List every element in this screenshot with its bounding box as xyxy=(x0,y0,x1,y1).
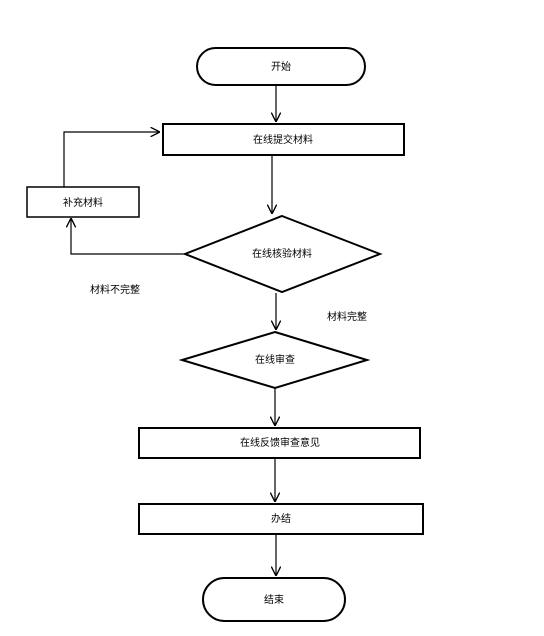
node-submit-label: 在线提交材料 xyxy=(253,133,313,146)
node-start: 开始 xyxy=(196,47,366,86)
node-handle-label: 办结 xyxy=(271,512,291,525)
edge-verify-supplement xyxy=(71,219,185,255)
node-supplement: 补充材料 xyxy=(26,186,140,218)
node-submit: 在线提交材料 xyxy=(162,123,405,156)
node-end: 结束 xyxy=(202,577,346,622)
node-handle: 办结 xyxy=(138,503,424,535)
node-verify: 在线核验材料 xyxy=(182,214,383,294)
node-start-label: 开始 xyxy=(271,60,291,73)
node-review-label: 在线审查 xyxy=(255,353,295,366)
edge-label-incomplete: 材料不完整 xyxy=(90,283,140,296)
node-feedback-label: 在线反馈审查意见 xyxy=(240,436,320,449)
node-feedback: 在线反馈审查意见 xyxy=(138,427,421,459)
edge-supplement-submit xyxy=(63,132,159,187)
edge-label-complete: 材料完整 xyxy=(327,310,367,323)
node-supplement-label: 补充材料 xyxy=(63,196,103,209)
node-verify-label: 在线核验材料 xyxy=(252,247,312,260)
node-review: 在线审查 xyxy=(178,330,371,390)
node-end-label: 结束 xyxy=(264,593,284,606)
